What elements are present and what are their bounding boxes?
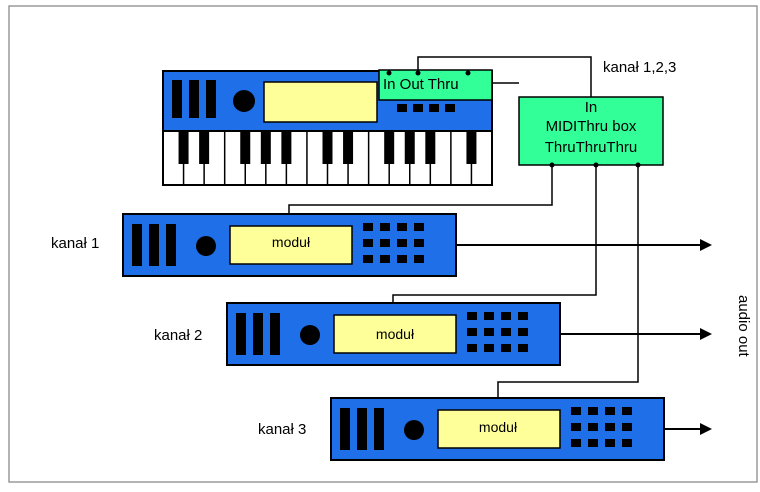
module-slider (374, 408, 384, 450)
module-button (484, 328, 494, 336)
black-key (199, 131, 210, 164)
module-display (333, 314, 457, 354)
module-slider (340, 408, 350, 450)
label-kanal-all: kanał 1,2,3 (603, 59, 677, 76)
module-button (605, 423, 615, 431)
module-knob (196, 236, 216, 256)
module-button (467, 328, 477, 336)
module-button (501, 312, 511, 320)
module-slider (357, 408, 367, 450)
module-button (484, 312, 494, 320)
sound-module-1 (122, 213, 457, 277)
module-button (501, 328, 511, 336)
label-kanal-1: kanał 1 (51, 235, 100, 252)
module-button (414, 223, 424, 231)
module-button (518, 344, 528, 352)
black-key (260, 131, 271, 164)
module-button (380, 255, 390, 263)
module-button (397, 255, 407, 263)
module-button (414, 239, 424, 247)
module-button (518, 312, 528, 320)
module-button (588, 423, 598, 431)
module-button (518, 328, 528, 336)
black-key (281, 131, 292, 164)
module-slider (253, 313, 263, 355)
sound-modules (122, 213, 665, 461)
module-button (380, 223, 390, 231)
module-button (467, 344, 477, 352)
black-key (322, 131, 333, 164)
black-key (404, 131, 415, 164)
module-knob (300, 325, 320, 345)
black-key (384, 131, 395, 164)
module-button (380, 239, 390, 247)
label-kanal-2: kanał 2 (154, 327, 203, 344)
module-knob (404, 420, 424, 440)
audio-arrow-head (700, 423, 712, 435)
diagram-frame (8, 5, 758, 483)
module-button (467, 312, 477, 320)
module-button (484, 344, 494, 352)
module-button (571, 439, 581, 447)
sound-module-2 (226, 302, 561, 366)
module-button (397, 239, 407, 247)
module-2-label: moduł (375, 326, 415, 342)
midi-thru-box (518, 96, 664, 166)
black-key (343, 131, 354, 164)
black-key (466, 131, 477, 164)
black-key (240, 131, 251, 164)
module-button (363, 239, 373, 247)
module-button (414, 255, 424, 263)
audio-arrows (456, 239, 712, 435)
module-button (622, 407, 632, 415)
audio-arrow-head (700, 328, 712, 340)
piano-black-keys (178, 131, 477, 164)
black-key (425, 131, 436, 164)
module-button (501, 344, 511, 352)
black-key (178, 131, 189, 164)
module-slider (270, 313, 280, 355)
module-slider (132, 224, 142, 266)
module-slider (166, 224, 176, 266)
module-button (588, 439, 598, 447)
module-button (571, 423, 581, 431)
thru-box-in-label: In (584, 99, 598, 116)
module-button (363, 255, 373, 263)
module-button (605, 407, 615, 415)
module-button (588, 407, 598, 415)
module-slider (236, 313, 246, 355)
keyboard-port-labels: In Out Thru (383, 76, 459, 93)
module-slider (149, 224, 159, 266)
module-button (605, 439, 615, 447)
module-display (229, 225, 353, 265)
port-in-dot (386, 70, 392, 76)
port-thru-dot (465, 70, 471, 76)
module-display (437, 409, 561, 449)
module-3-label: moduł (478, 419, 518, 435)
midi-cables (288, 56, 639, 398)
module-button (363, 223, 373, 231)
keyboard-midi-ports (378, 69, 493, 101)
thru-box-title: MIDIThru box (545, 118, 637, 135)
module-button (622, 439, 632, 447)
label-audio-out: audio out (735, 295, 752, 357)
module-button (571, 407, 581, 415)
module-button (622, 423, 632, 431)
label-kanal-3: kanał 3 (258, 421, 307, 438)
port-out-dot (415, 70, 421, 76)
module-1-label: moduł (271, 234, 311, 250)
module-button (397, 223, 407, 231)
thru-box-outputs: ThruThruThru (544, 139, 638, 156)
audio-arrow-head (700, 239, 712, 251)
